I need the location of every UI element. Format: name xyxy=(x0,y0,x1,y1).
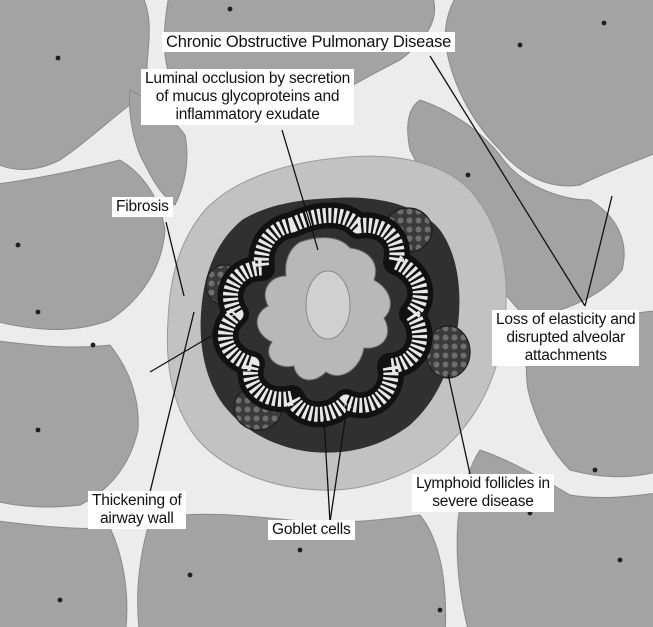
lymphoid-follicle xyxy=(426,326,470,378)
label-fibrosis: Fibrosis xyxy=(112,197,173,217)
alveolus xyxy=(0,520,127,627)
label-elasticity: Loss of elasticity and disrupted alveola… xyxy=(492,310,639,366)
label-goblet-cells: Goblet cells xyxy=(268,520,355,540)
label-lymphoid-follicles: Lymphoid follicles in severe disease xyxy=(412,474,554,512)
diagram-title: Chronic Obstructive Pulmonary Disease xyxy=(162,32,455,52)
label-luminal-occlusion: Luminal occlusion by secretion of mucus … xyxy=(141,69,354,125)
label-thickening: Thickening of airway wall xyxy=(88,491,186,529)
mucus-plug xyxy=(306,271,350,339)
